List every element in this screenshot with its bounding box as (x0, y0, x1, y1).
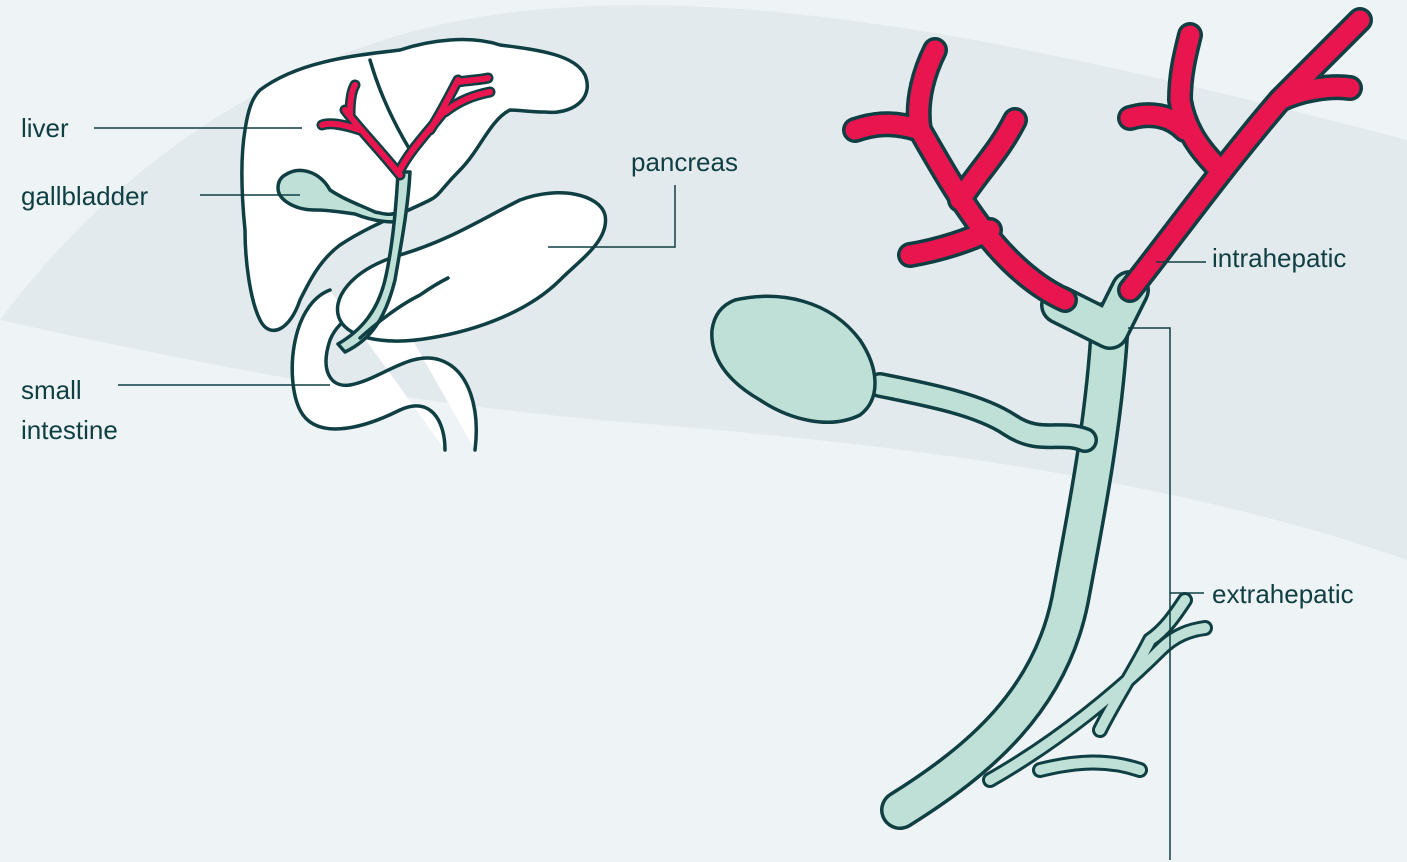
label-pancreas: pancreas (631, 146, 738, 178)
label-liver: liver (21, 112, 69, 144)
background-band (0, 5, 1407, 560)
label-intrahepatic: intrahepatic (1212, 242, 1346, 274)
label-small-intestine-line1: small (21, 370, 118, 410)
label-extrahepatic: extrahepatic (1212, 578, 1354, 610)
label-small-intestine: small intestine (21, 370, 118, 450)
label-gallbladder: gallbladder (21, 180, 148, 212)
label-small-intestine-line2: intestine (21, 410, 118, 450)
